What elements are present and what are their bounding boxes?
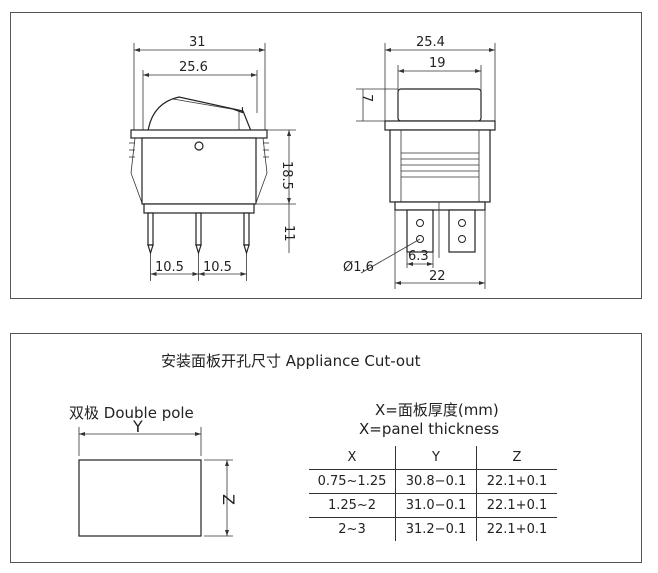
dim-top-height: 7 [359, 94, 374, 102]
terminal [195, 212, 202, 246]
table-cell: 0.75~1.25 [309, 469, 396, 494]
indicator-lamp [194, 141, 204, 151]
cutout-title: 安装面板开孔尺寸 Appliance Cut-out [161, 352, 421, 370]
table-cell: 31.2−0.1 [395, 517, 477, 541]
dim-rocker-height: 7 [229, 106, 244, 114]
table-cell: 2~3 [338, 522, 366, 537]
dim-terminal-length: 11 [281, 225, 296, 242]
front-view: 31 25.6 7 [129, 35, 296, 281]
z-dim-label: Z [219, 494, 238, 505]
side-base [394, 201, 486, 211]
table-header: X [309, 446, 396, 470]
x-definition-cn: X=面板厚度(mm) [375, 401, 499, 419]
cutout-spec-table: X Y Z 0.75~1.25 30.8−0.1 22.1+0.1 1.25~2… [309, 446, 557, 541]
terminal [243, 212, 250, 246]
rocker-actuator [147, 96, 252, 132]
terminal [147, 212, 154, 246]
cutout-panel: 安装面板开孔尺寸 Appliance Cut-out 双极 Double pol… [10, 333, 642, 563]
dimension-drawing-panel: 31 25.6 7 [10, 12, 642, 299]
dim-top-width: 19 [429, 56, 446, 71]
table-header-row: X Y Z [309, 446, 557, 470]
table-row: 0.75~1.25 30.8−0.1 22.1+0.1 [309, 469, 557, 494]
cutout-drawing: Y Z [78, 417, 238, 537]
dim-terminal-pitch-left: 10.5 [155, 260, 184, 275]
double-pole-label: 双极 Double pole [69, 404, 194, 422]
table-cell: 31.0−0.1 [395, 493, 477, 518]
terminal [448, 209, 476, 253]
table-header: Y [395, 446, 477, 470]
dim-terminal-width: 6.3 [408, 249, 429, 264]
table-row: 1.25~2 31.0−0.1 22.1+0.1 [309, 493, 557, 518]
table-row: 2~3 31.2−0.1 22.1+0.1 [309, 517, 557, 541]
rocker-cap [397, 88, 482, 122]
dim-rocker-width: 25.6 [179, 60, 208, 75]
side-flange [384, 120, 496, 131]
y-dim-label: Y [132, 417, 143, 436]
x-definition-en: X=panel thickness [359, 420, 500, 438]
dimension-drawing: 31 25.6 7 [129, 35, 496, 289]
dim-flange-width: 25.4 [416, 35, 445, 50]
dim-overall-width: 31 [189, 35, 206, 50]
mounting-flange [130, 129, 268, 139]
dim-hole-diameter: Ø1.6 [343, 260, 374, 275]
table-header: Z [476, 446, 557, 470]
cutout-rectangle [78, 459, 202, 537]
table-cell: 22.1+0.1 [476, 469, 557, 494]
side-view: 25.4 19 7 [343, 35, 496, 289]
table-cell: 22.1+0.1 [476, 493, 557, 518]
table-cell: 1.25~2 [309, 493, 396, 518]
dim-body-height: 18.5 [279, 161, 294, 190]
dim-body-width: 22 [429, 269, 446, 284]
table-cell: 30.8−0.1 [395, 469, 477, 494]
switch-base [143, 203, 255, 214]
dim-terminal-pitch-right: 10.5 [203, 260, 232, 275]
table-cell: 22.1+0.1 [476, 517, 557, 541]
terminal [406, 209, 434, 253]
side-body [389, 129, 491, 203]
